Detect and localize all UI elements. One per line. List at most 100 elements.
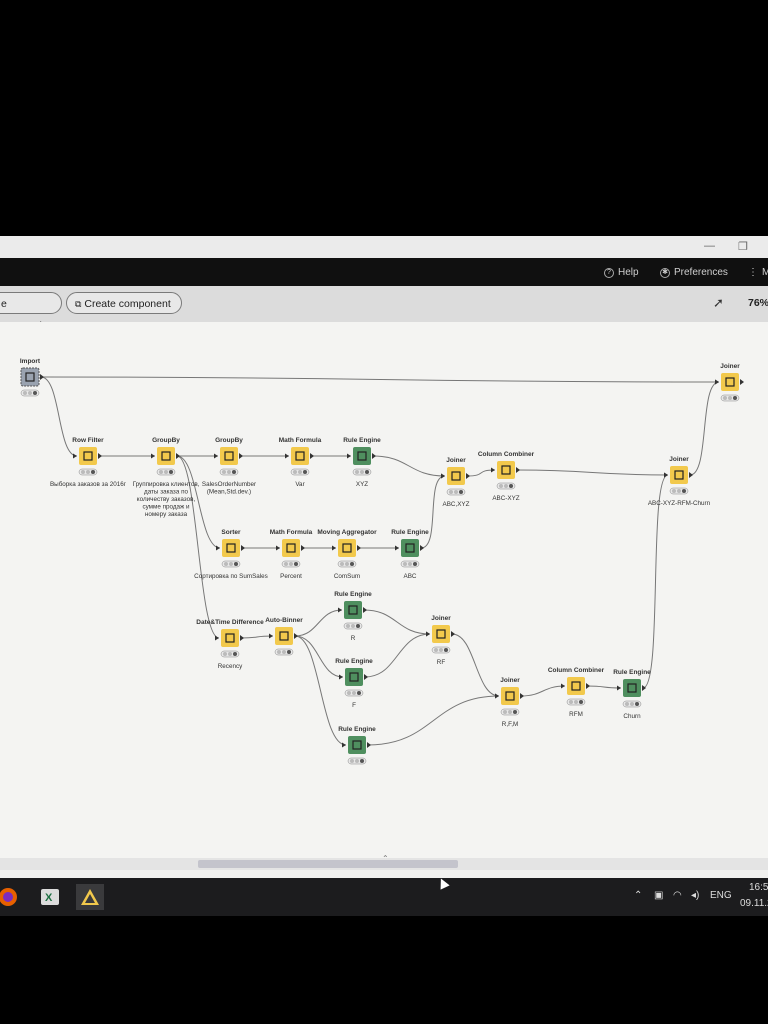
- output-port-icon[interactable]: [740, 379, 744, 385]
- output-port-icon[interactable]: [420, 545, 424, 551]
- connection-auto-binner-rule-engine-f[interactable]: [294, 635, 344, 678]
- output-port-icon[interactable]: [40, 374, 44, 380]
- knime-icon[interactable]: [76, 884, 104, 910]
- clock-time[interactable]: 16:5: [749, 882, 768, 893]
- volume-icon[interactable]: ◂): [691, 890, 700, 901]
- connection-column-combiner-2-rule-engine-churn[interactable]: [586, 685, 622, 689]
- node-rule-engine-m[interactable]: Rule Engine: [338, 726, 376, 765]
- connection-rule-engine-f-joiner-rf[interactable]: [364, 633, 431, 678]
- firefox-icon[interactable]: [0, 884, 22, 910]
- node-auto-binner[interactable]: Auto-Binner: [265, 617, 303, 656]
- excel-icon[interactable]: X: [36, 884, 64, 910]
- connection-column-combiner-1-joiner-final[interactable]: [516, 469, 669, 476]
- connection-joiner-abc-xyz-column-combiner-1[interactable]: [466, 469, 496, 477]
- output-port-icon[interactable]: [301, 545, 305, 551]
- output-port-icon[interactable]: [466, 473, 470, 479]
- port-arrow-icon: [151, 453, 155, 459]
- maximize-button[interactable]: ❐: [738, 241, 748, 253]
- chevron-up-icon[interactable]: ⌃: [382, 854, 389, 863]
- connection-import-joiner-top[interactable]: [40, 376, 720, 383]
- selection-mode-icon[interactable]: ➚: [713, 295, 724, 310]
- output-port-icon[interactable]: [241, 545, 245, 551]
- output-port-icon[interactable]: [689, 472, 693, 478]
- zoom-level[interactable]: 76%: [748, 297, 768, 309]
- connection-rule-engine-xyz-joiner-abc-xyz[interactable]: [372, 455, 446, 477]
- output-port-icon[interactable]: [240, 635, 244, 641]
- connection-groupby-1-date-time-diff[interactable]: [176, 455, 220, 639]
- output-port-icon[interactable]: [363, 607, 367, 613]
- output-port-icon[interactable]: [364, 674, 368, 680]
- create-component-button[interactable]: ⧉ Create component: [66, 292, 182, 314]
- output-port-icon[interactable]: [294, 633, 298, 639]
- output-port-icon[interactable]: [357, 545, 361, 551]
- tray-device-icon[interactable]: ▣: [654, 890, 664, 901]
- output-port-icon[interactable]: [98, 453, 102, 459]
- minimize-button[interactable]: —: [704, 240, 715, 252]
- output-port-icon[interactable]: [451, 631, 455, 637]
- more-label: M: [762, 267, 768, 278]
- window-titlebar: — ❐: [0, 236, 768, 258]
- tray-chevron-icon[interactable]: ⌃: [634, 890, 643, 901]
- metanode-button[interactable]: e metanode: [0, 292, 62, 332]
- connection-date-time-diff-auto-binner[interactable]: [240, 635, 274, 639]
- output-port-icon[interactable]: [516, 467, 520, 473]
- output-port-icon[interactable]: [520, 693, 524, 699]
- connection-joiner-final-joiner-top[interactable]: [689, 381, 720, 476]
- node-import[interactable]: Import: [20, 358, 44, 397]
- connection-auto-binner-rule-engine-r[interactable]: [294, 609, 343, 637]
- output-port-icon[interactable]: [239, 453, 243, 459]
- language-indicator[interactable]: ENG: [710, 890, 732, 901]
- output-port-icon[interactable]: [372, 453, 376, 459]
- connection-rule-engine-churn-joiner-final[interactable]: [642, 474, 669, 689]
- connection-rule-engine-r-joiner-rf[interactable]: [363, 609, 431, 635]
- node-glyph: [505, 691, 515, 701]
- preferences-menu[interactable]: ✱ Preferences: [660, 267, 728, 278]
- rule-icon: [345, 668, 363, 686]
- port-arrow-icon: [491, 467, 495, 473]
- horizontal-scrollbar[interactable]: ⌃: [0, 854, 768, 870]
- status-dot: [508, 710, 512, 714]
- connection-joiner-rfm-column-combiner-2[interactable]: [520, 685, 566, 697]
- connection-import-row-filter[interactable]: [40, 376, 78, 457]
- output-port-icon[interactable]: [176, 453, 180, 459]
- output-port-icon[interactable]: [642, 685, 646, 691]
- connection-joiner-rf-joiner-rfm[interactable]: [451, 633, 500, 697]
- help-menu[interactable]: ? Help: [604, 267, 639, 278]
- output-port-icon[interactable]: [586, 683, 590, 689]
- node-joiner-top[interactable]: Joiner: [720, 363, 744, 402]
- wifi-icon[interactable]: ◠: [673, 890, 682, 901]
- more-menu[interactable]: ⋮ M: [748, 267, 768, 278]
- output-port-icon[interactable]: [367, 742, 371, 748]
- connection-groupby-1-sorter[interactable]: [176, 455, 221, 549]
- scrollbar-thumb[interactable]: [198, 860, 458, 868]
- clock-date[interactable]: 09.11.2: [740, 898, 768, 909]
- node-label: SalesOrderNumber(Mean,Std.dev.): [202, 481, 256, 496]
- node-label: ABC-XYZ-RFM-Churn: [648, 500, 711, 507]
- connection-auto-binner-rule-engine-m[interactable]: [294, 635, 347, 746]
- connection-rule-engine-abc-joiner-abc-xyz[interactable]: [420, 475, 446, 549]
- connection-rule-engine-m-joiner-rfm[interactable]: [367, 695, 500, 746]
- output-port-icon[interactable]: [310, 453, 314, 459]
- node-title: Rule Engine: [335, 658, 373, 665]
